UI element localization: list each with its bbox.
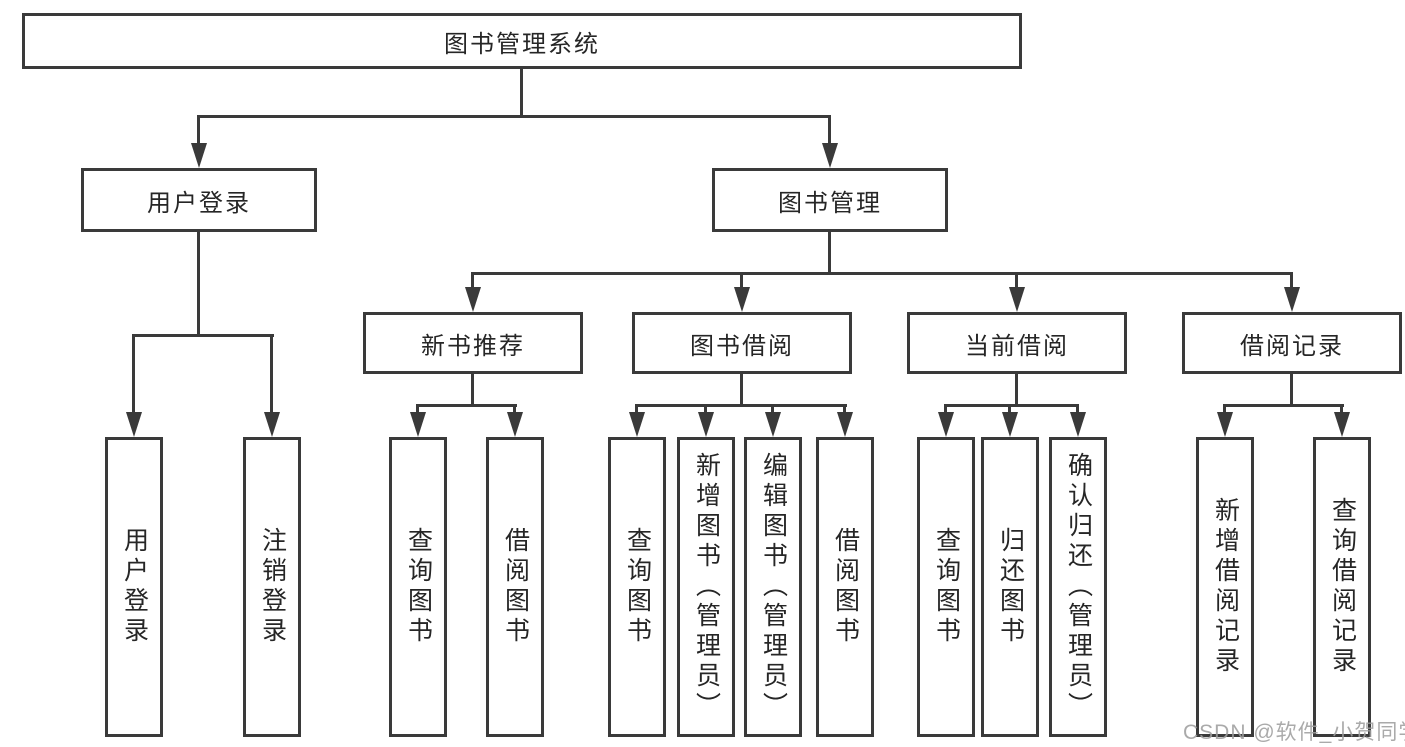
connector-line	[471, 374, 474, 406]
leaf-return-book-label: 归还图书	[996, 527, 1025, 647]
connector-line	[197, 115, 200, 145]
connector-arrow-down-icon	[191, 143, 207, 168]
connector-arrow-down-icon	[507, 412, 523, 437]
node-user-login: 用户登录	[81, 168, 317, 232]
connector-arrow-down-icon	[698, 412, 714, 437]
node-new-book-recommend: 新书推荐	[363, 312, 583, 374]
leaf-add-borrow-record-label: 新增借阅记录	[1211, 497, 1240, 677]
connector-line	[520, 69, 523, 117]
leaf-borrow-books-recommend: 借阅图书	[486, 437, 544, 737]
watermark: CSDN @软件_小贺同学	[1183, 721, 1405, 744]
connector-line	[416, 404, 419, 414]
leaf-edit-book-admin: 编辑图书（管理员）	[744, 437, 802, 737]
connector-line	[740, 374, 743, 406]
node-borrowing-records-label: 借阅记录	[1240, 332, 1344, 360]
node-current-borrowing: 当前借阅	[907, 312, 1127, 374]
leaf-borrow-books-recommend-label: 借阅图书	[501, 527, 530, 647]
connector-arrow-down-icon	[938, 412, 954, 437]
connector-line	[1008, 404, 1011, 414]
connector-line	[1290, 374, 1293, 406]
connector-line	[636, 404, 847, 407]
connector-arrow-down-icon	[126, 412, 142, 437]
leaf-user-login: 用户登录	[105, 437, 163, 737]
node-root-label: 图书管理系统	[444, 30, 600, 58]
leaf-add-book-admin-label: 新增图书（管理员）	[692, 452, 721, 722]
leaf-query-books-recommend-label: 查询图书	[404, 527, 433, 647]
node-book-borrowing: 图书借阅	[632, 312, 852, 374]
node-book-management-label: 图书管理	[778, 189, 882, 217]
connector-arrow-down-icon	[1217, 412, 1233, 437]
connector-line	[828, 115, 831, 145]
leaf-add-borrow-record: 新增借阅记录	[1196, 437, 1254, 737]
leaf-query-borrow-record: 查询借阅记录	[1313, 437, 1371, 737]
connector-arrow-down-icon	[822, 143, 838, 168]
leaf-logout-label: 注销登录	[258, 527, 287, 647]
connector-line	[704, 404, 707, 414]
leaf-query-books-current-label: 查询图书	[932, 527, 961, 647]
leaf-query-books-borrow-label: 查询图书	[623, 527, 652, 647]
leaf-query-books-borrow: 查询图书	[608, 437, 666, 737]
leaf-return-book: 归还图书	[981, 437, 1039, 737]
leaf-borrow-books-borrow: 借阅图书	[816, 437, 874, 737]
leaf-add-book-admin: 新增图书（管理员）	[677, 437, 735, 737]
connector-line	[270, 334, 273, 414]
leaf-logout: 注销登录	[243, 437, 301, 737]
connector-arrow-down-icon	[1009, 287, 1025, 312]
node-book-borrowing-label: 图书借阅	[690, 332, 794, 360]
connector-arrow-down-icon	[837, 412, 853, 437]
connector-line	[197, 115, 831, 118]
leaf-user-login-label: 用户登录	[120, 527, 149, 647]
leaf-confirm-return-admin: 确认归还（管理员）	[1049, 437, 1107, 737]
node-borrowing-records: 借阅记录	[1182, 312, 1402, 374]
connector-line	[1015, 374, 1018, 406]
connector-line	[471, 272, 1293, 275]
connector-line	[1076, 404, 1079, 414]
connector-line	[1224, 404, 1344, 407]
connector-line	[828, 232, 831, 274]
leaf-edit-book-admin-label: 编辑图书（管理员）	[759, 452, 788, 722]
connector-line	[1015, 272, 1018, 290]
connector-arrow-down-icon	[1284, 287, 1300, 312]
node-current-borrowing-label: 当前借阅	[965, 332, 1069, 360]
node-book-management: 图书管理	[712, 168, 948, 232]
connector-arrow-down-icon	[629, 412, 645, 437]
connector-line	[197, 232, 200, 337]
connector-line	[1340, 404, 1343, 414]
node-user-login-label: 用户登录	[147, 189, 251, 217]
connector-arrow-down-icon	[734, 287, 750, 312]
leaf-confirm-return-admin-label: 确认归还（管理员）	[1064, 452, 1093, 722]
connector-arrow-down-icon	[465, 287, 481, 312]
connector-line	[471, 272, 474, 290]
connector-arrow-down-icon	[1334, 412, 1350, 437]
node-root: 图书管理系统	[22, 13, 1022, 69]
connector-arrow-down-icon	[1002, 412, 1018, 437]
leaf-query-borrow-record-label: 查询借阅记录	[1328, 497, 1357, 677]
connector-line	[843, 404, 846, 414]
connector-line	[132, 334, 135, 414]
connector-line	[417, 404, 517, 407]
connector-line	[132, 334, 274, 337]
connector-line	[740, 272, 743, 290]
connector-line	[513, 404, 516, 414]
leaf-query-books-recommend: 查询图书	[389, 437, 447, 737]
node-new-book-recommend-label: 新书推荐	[421, 332, 525, 360]
leaf-query-books-current: 查询图书	[917, 437, 975, 737]
leaf-borrow-books-borrow-label: 借阅图书	[831, 527, 860, 647]
connector-arrow-down-icon	[264, 412, 280, 437]
connector-line	[1223, 404, 1226, 414]
connector-line	[635, 404, 638, 414]
connector-arrow-down-icon	[410, 412, 426, 437]
connector-line	[944, 404, 947, 414]
connector-line	[945, 404, 1079, 407]
connector-arrow-down-icon	[1070, 412, 1086, 437]
connector-arrow-down-icon	[765, 412, 781, 437]
connector-line	[1290, 272, 1293, 290]
connector-line	[771, 404, 774, 414]
